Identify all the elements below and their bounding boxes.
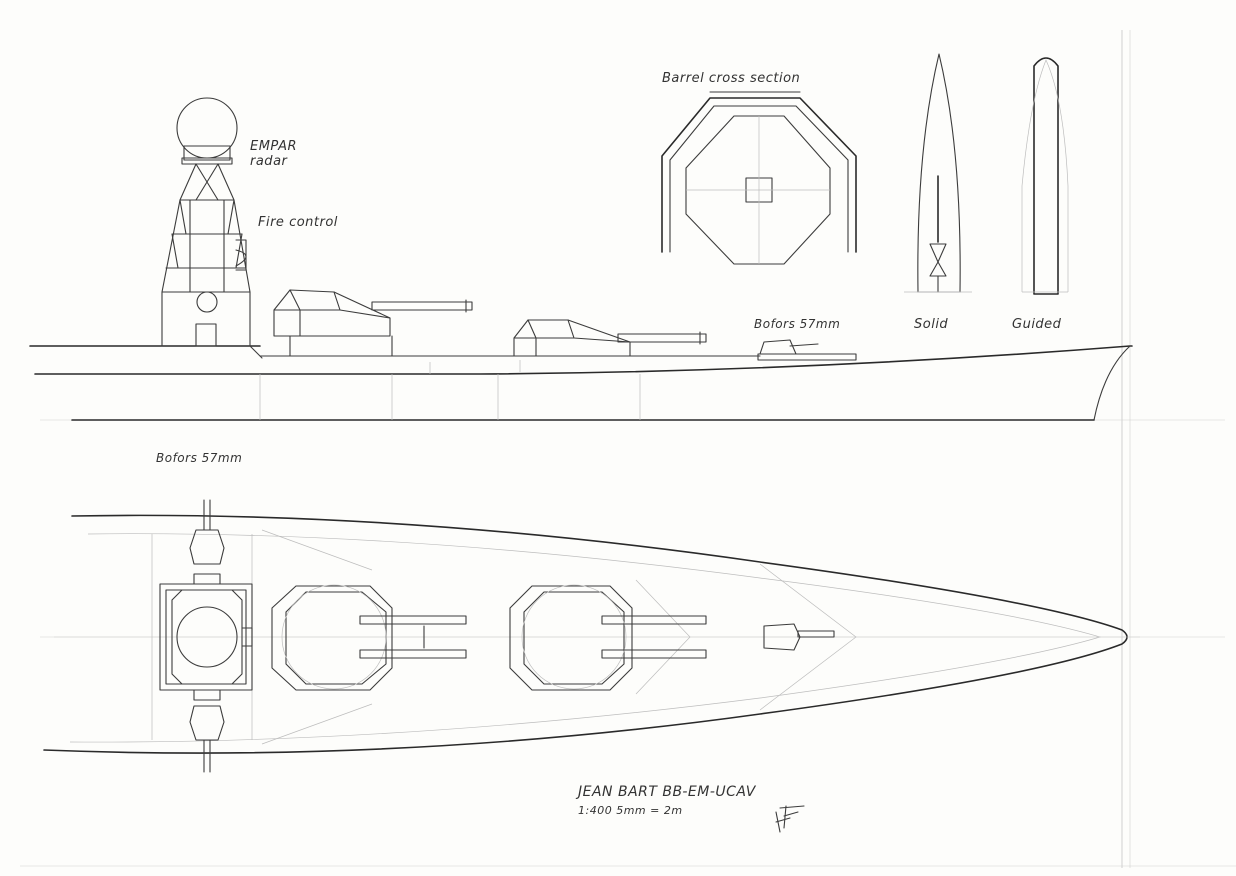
bofors-side [757,339,857,361]
bofors-plan-lower [189,705,225,773]
title-block: JEAN BART BB-EM-UCAV 1:400 5mm = 2m [575,784,805,833]
bofors-plan-upper [189,499,225,565]
labels: EMPAR radar Fire control Barrel cross se… [156,71,1062,465]
side-elevation [29,97,1133,421]
turret-2-plan [509,584,707,691]
mast-plan [159,573,253,701]
barrel-cross-section-label: Barrel cross section [662,71,800,86]
guided-projectile [1021,57,1069,295]
empar-label-line2: radar [250,154,289,169]
empar-radar [176,97,238,165]
empar-label-line1: EMPAR [250,139,297,154]
turret-1-plan [271,584,467,691]
fire-control-label: Fire control [258,215,338,230]
solid-label: Solid [914,317,948,332]
sheet-guides [20,30,1236,868]
solid-projectile [904,53,972,293]
drawing-scale: 1:400 5mm = 2m [578,804,683,817]
mast-tower [161,163,263,359]
plan-view [43,499,1140,773]
bofors-plan-forward [763,623,835,651]
bofors-plan-label: Bofors 57mm [156,451,242,465]
hull-side [29,345,1133,421]
turret-2-side [513,319,707,357]
guided-label: Guided [1012,317,1062,332]
hull-plan [43,514,1140,754]
drawing-title: JEAN BART BB-EM-UCAV [575,784,757,800]
turret-1-side [273,289,473,357]
barrel-cross-section [661,91,857,265]
author-signature [775,805,805,833]
bofors-side-label: Bofors 57mm [754,317,840,331]
